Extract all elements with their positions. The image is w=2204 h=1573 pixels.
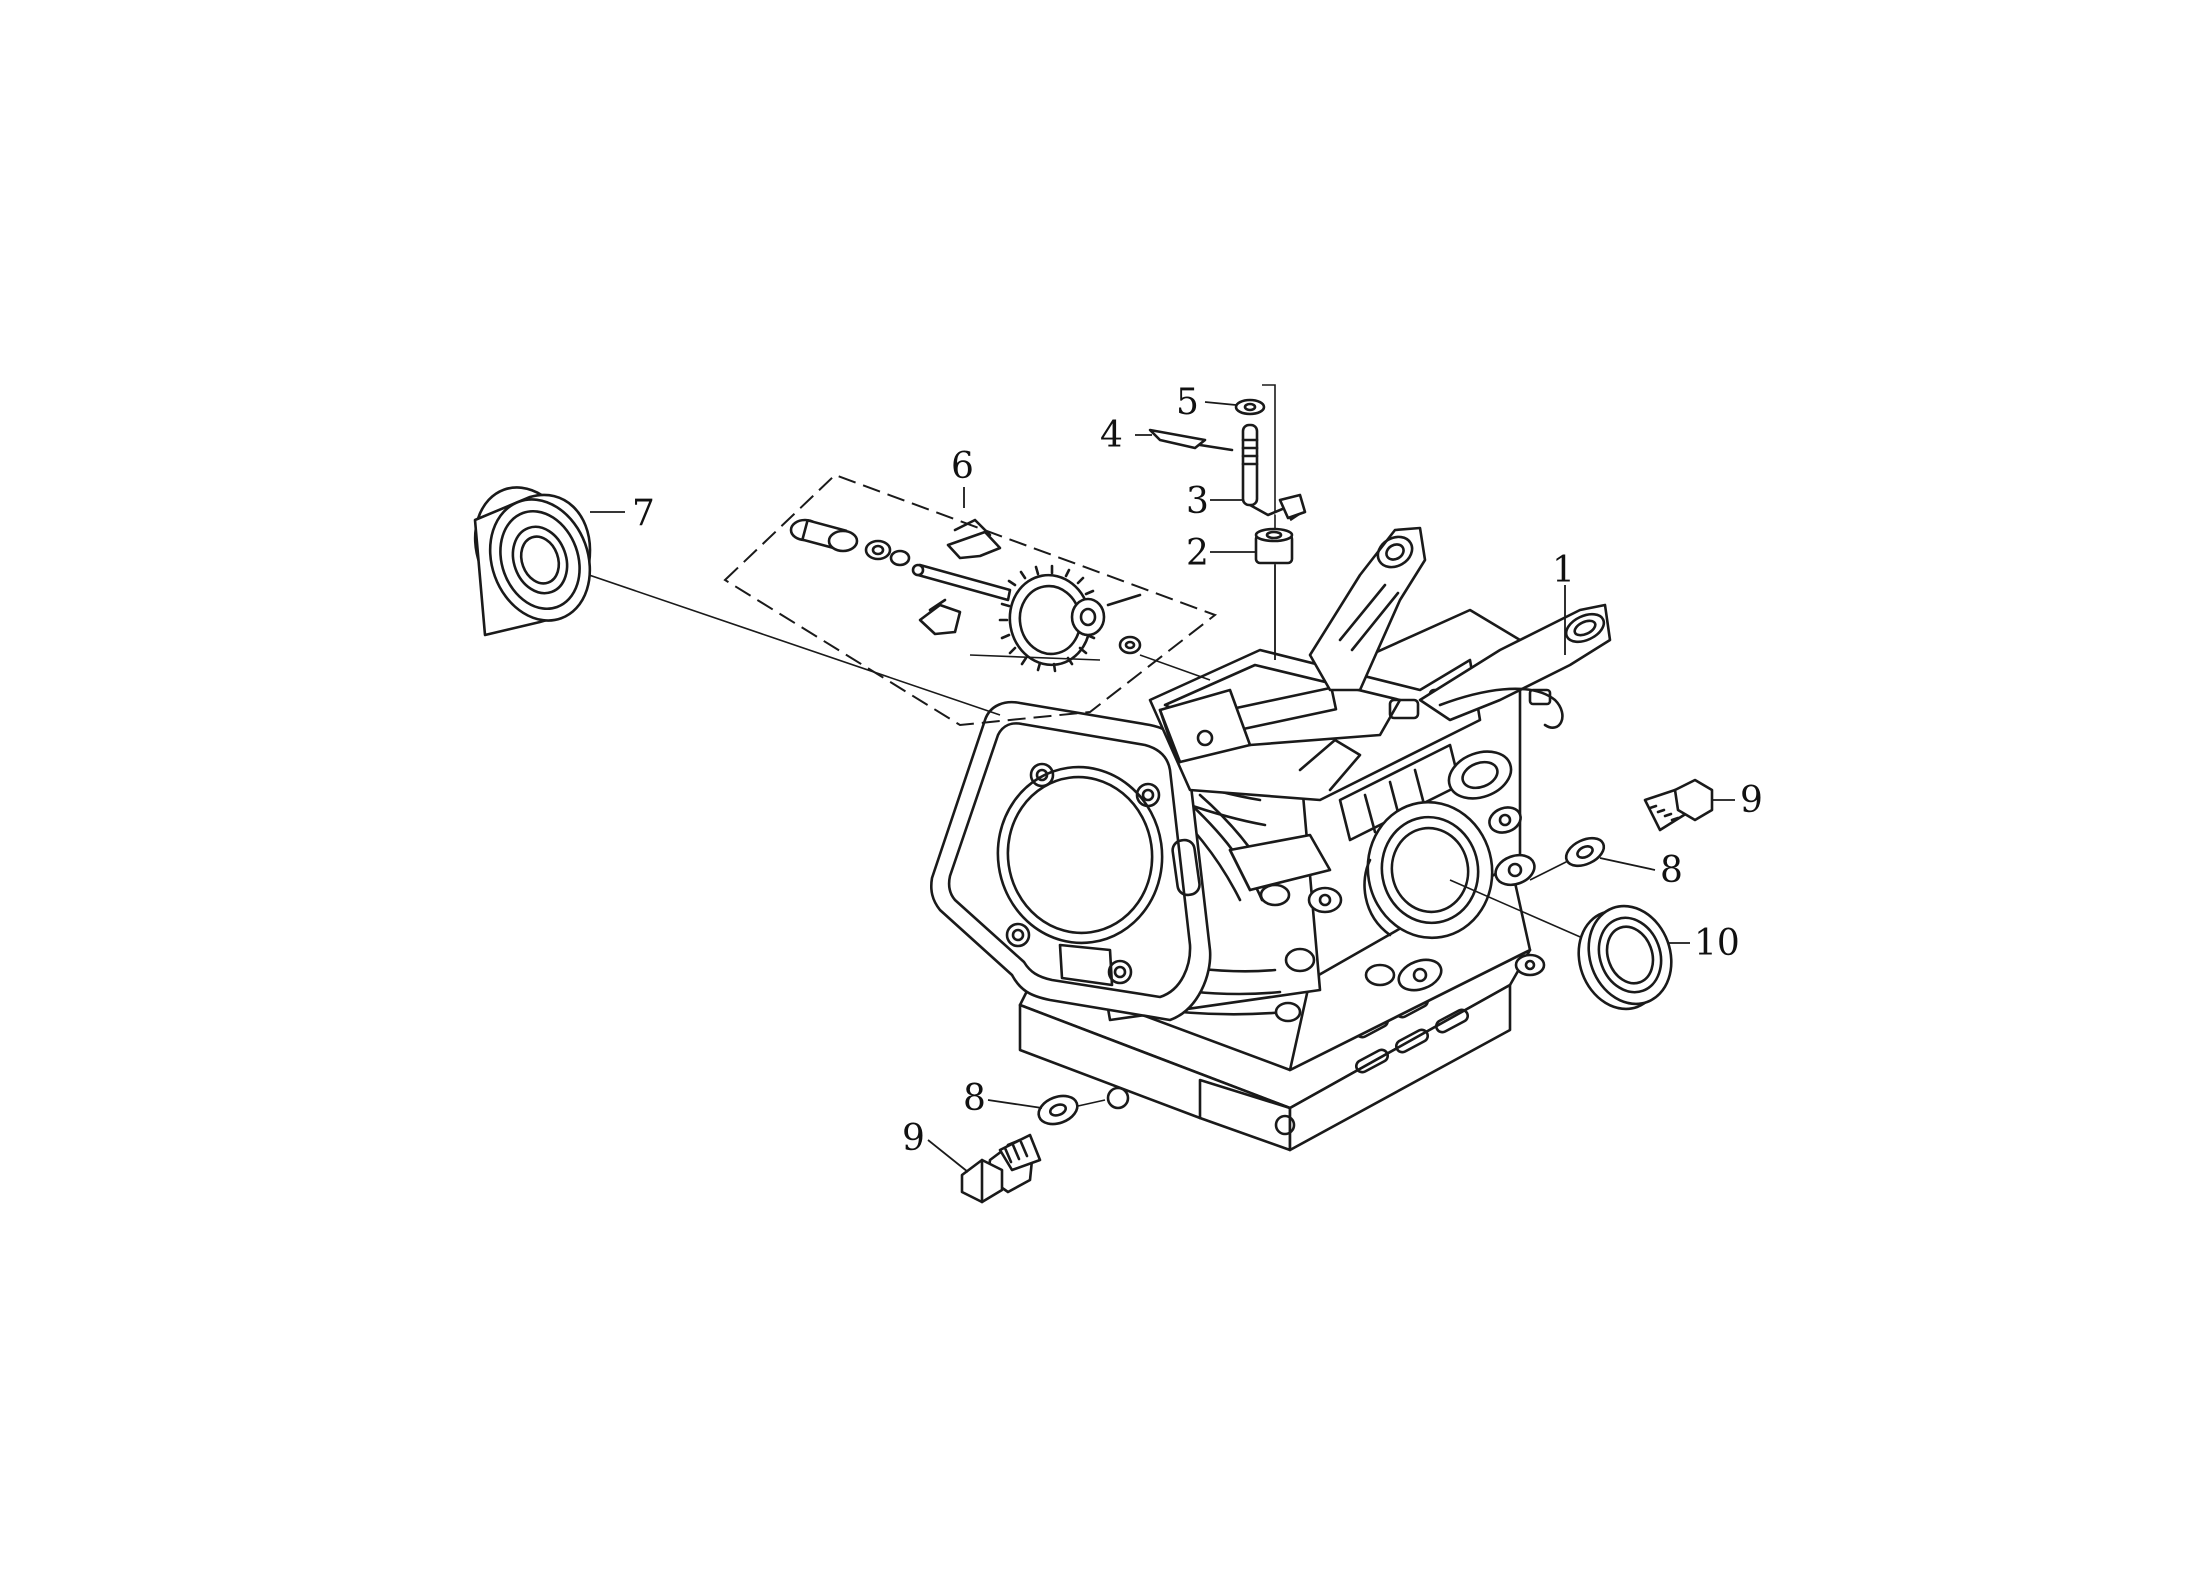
callout-9-upper: 9 (1740, 780, 1763, 821)
callout-9-lower: 9 (902, 1118, 925, 1159)
callout-6: 6 (951, 446, 974, 487)
part-6-governor-assembly (723, 473, 1218, 727)
callouts: 1 2 3 4 5 6 7 8 8 9 9 10 (590, 382, 1763, 1173)
callout-1: 1 (1552, 550, 1575, 591)
callout-5: 5 (1176, 382, 1199, 423)
callout-10: 10 (1694, 923, 1740, 964)
part-7-bearing (473, 486, 592, 637)
callout-8-upper: 8 (1660, 850, 1683, 891)
crankcase (929, 526, 1612, 1152)
callout-4: 4 (1100, 415, 1123, 456)
callout-8-lower: 8 (963, 1078, 986, 1119)
callout-3: 3 (1186, 481, 1209, 522)
callout-2: 2 (1186, 533, 1209, 574)
upper-washer-and-plug (1564, 778, 1714, 868)
part-10-oil-seal (1577, 904, 1673, 1011)
lower-washer-and-plug (960, 1094, 1079, 1204)
callout-7: 7 (632, 493, 655, 534)
parts-2-5-governor-shaft (1148, 398, 1307, 565)
